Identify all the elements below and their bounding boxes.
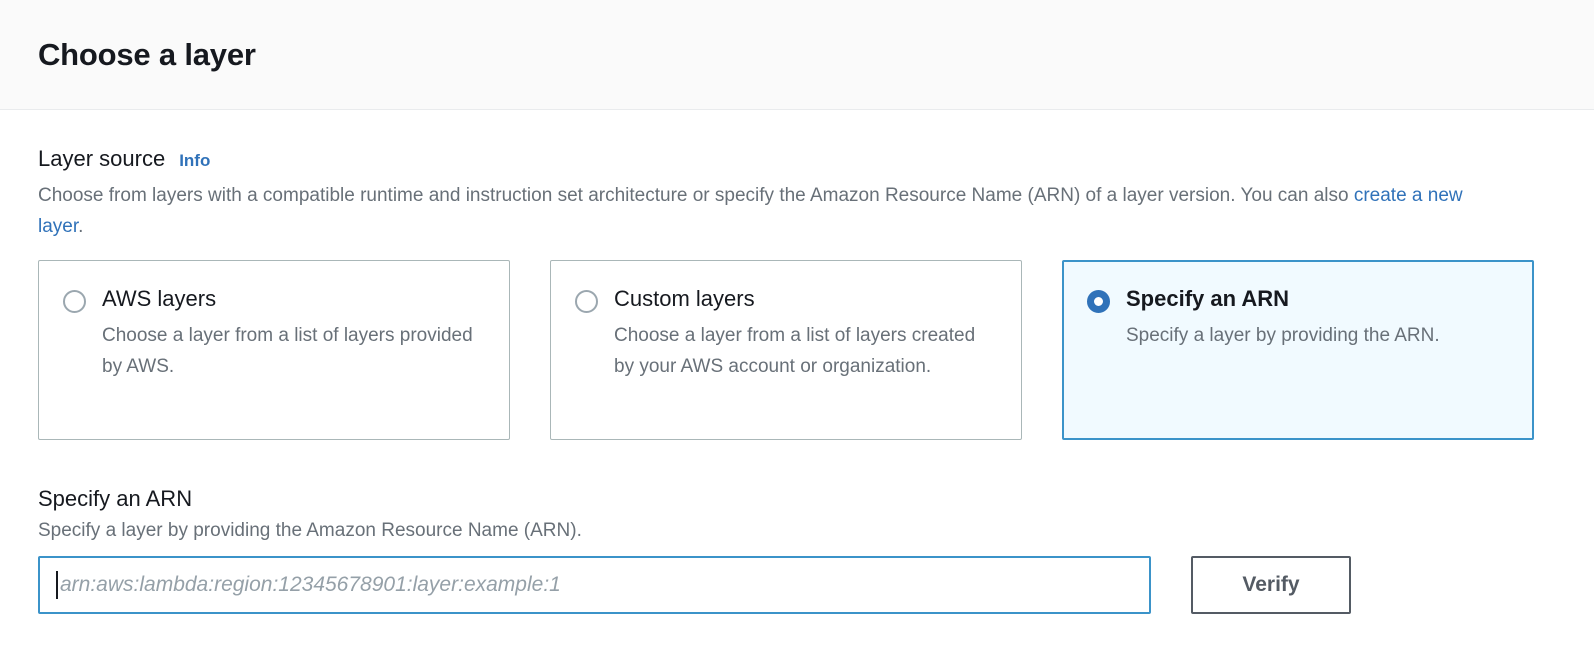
- arn-section-description: Specify a layer by providing the Amazon …: [38, 519, 582, 541]
- radio-card-aws-layers-text: AWS layers Choose a layer from a list of…: [102, 285, 485, 415]
- radio-card-aws-layers[interactable]: AWS layers Choose a layer from a list of…: [38, 259, 510, 440]
- radio-icon-specify-arn[interactable]: [1087, 289, 1110, 313]
- layer-source-label-row: Layer source Info: [38, 146, 1556, 172]
- radio-card-custom-layers-text: Custom layers Choose a layer from a list…: [614, 285, 997, 415]
- layer-source-options: AWS layers Choose a layer from a list of…: [38, 259, 1556, 440]
- radio-icon-aws-layers[interactable]: [63, 289, 86, 313]
- arn-section: Specify an ARN Specify a layer by provid…: [38, 486, 1556, 614]
- arn-input[interactable]: [58, 557, 1133, 612]
- layer-source-description: Choose from layers with a compatible run…: [38, 181, 1478, 243]
- arn-input-row: Verify: [38, 555, 1556, 614]
- page-title: Choose a layer: [38, 36, 256, 72]
- layer-source-label: Layer source: [38, 146, 166, 171]
- create-new-layer-link[interactable]: create a new layer: [38, 185, 1463, 237]
- radio-card-specify-arn-title: Specify an ARN: [1126, 285, 1290, 311]
- verify-button[interactable]: Verify: [1191, 555, 1351, 614]
- radio-card-custom-layers[interactable]: Custom layers Choose a layer from a list…: [550, 259, 1022, 440]
- radio-icon-custom-layers[interactable]: [575, 289, 598, 313]
- radio-card-custom-layers-description: Choose a layer from a list of layers cre…: [614, 325, 976, 377]
- radio-card-aws-layers-description: Choose a layer from a list of layers pro…: [102, 325, 473, 377]
- dialog-header: Choose a layer: [0, 0, 1594, 110]
- radio-card-specify-arn-text: Specify an ARN Specify a layer by provid…: [1126, 285, 1509, 415]
- radio-card-aws-layers-title: AWS layers: [102, 285, 217, 311]
- radio-card-specify-arn-description: Specify a layer by providing the ARN.: [1126, 325, 1440, 347]
- layer-source-description-text-before: Choose from layers with a compatible run…: [38, 185, 1354, 206]
- info-link[interactable]: Info: [179, 151, 211, 170]
- radio-card-custom-layers-title: Custom layers: [614, 285, 755, 311]
- layer-source-description-text-after: .: [78, 215, 84, 237]
- arn-section-heading: Specify an ARN: [38, 485, 193, 511]
- arn-input-container[interactable]: [38, 555, 1151, 614]
- dialog-body: Layer source Info Choose from layers wit…: [0, 110, 1594, 614]
- radio-card-specify-arn[interactable]: Specify an ARN Specify a layer by provid…: [1062, 259, 1534, 440]
- text-caret: [56, 570, 58, 599]
